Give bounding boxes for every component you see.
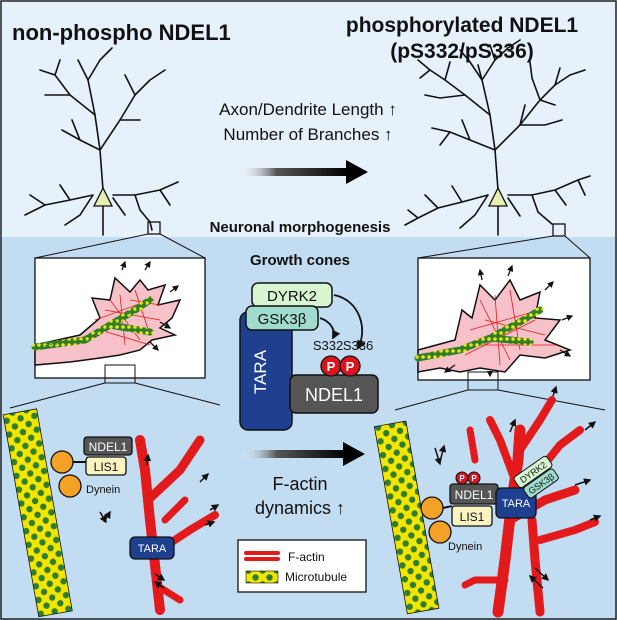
left-ndel1-label: NDEL1 (89, 440, 128, 454)
ndel1-central-label: NDEL1 (305, 385, 363, 405)
right-inset-marker (552, 223, 566, 237)
right-lis1-box (451, 505, 493, 527)
left-growth-cone-box (31, 233, 206, 384)
legend-microtubule-label: Microtubule (285, 570, 347, 584)
left-lis1-label: LIS1 (94, 460, 119, 474)
left-lis1-box (85, 456, 127, 476)
growth-cones-label: Growth cones (250, 252, 350, 269)
legend-factin-swatch (244, 551, 280, 561)
right-panel-title-line1: phosphorylated NDEL1 (346, 14, 579, 37)
gsk3b-phospho-arrow (319, 317, 341, 340)
right-tara-label: TARA (502, 498, 531, 510)
right-dynein-ball1 (420, 496, 444, 520)
right-ndel1-label: NDEL1 (455, 488, 494, 502)
s336-label: S336 (343, 338, 373, 353)
phospho-s332-label: P (327, 359, 336, 374)
actin-arrow (240, 442, 365, 466)
left-dynein-ball1 (50, 450, 74, 474)
morphogenesis-arrow (238, 160, 368, 184)
left-inset-marker (147, 221, 161, 235)
right-microtubule (373, 420, 440, 615)
actin-effect-line2: dynamics ↑ (255, 498, 345, 518)
right-zoom-line-a (394, 389, 469, 411)
neuronal-morphogenesis-label: Neuronal morphogenesis (210, 219, 391, 236)
left-dynein-ball2 (58, 474, 82, 498)
right-dyrk2-box (513, 455, 553, 489)
legend-microtubule-swatch (245, 570, 279, 584)
legend: F-actin Microtubule (237, 539, 367, 593)
right-tara-box (495, 487, 537, 519)
left-tara-label: TARA (138, 543, 167, 555)
right-neuron (404, 39, 591, 236)
actin-effect-line1: F-actin (272, 474, 327, 494)
right-detail: NDEL1 LIS1 Dynein TARA DYRK2 GSK3β P P (373, 385, 602, 618)
right-phospho1-label: P (459, 474, 465, 483)
dyrk2-label: DYRK2 (267, 288, 317, 305)
right-lis1-label: LIS1 (460, 510, 485, 524)
right-phospho2-label: P (471, 474, 477, 483)
left-zoom-line-a (9, 382, 106, 409)
kinase-complex: TARA DYRK2 GSK3β S332 S336 NDEL1 P P (239, 282, 379, 431)
phospho-s336-label: P (346, 359, 355, 374)
left-microtubule (2, 408, 73, 618)
s332-label: S332 (313, 338, 343, 353)
left-zoom-line-b (134, 382, 221, 406)
left-neuron (24, 47, 179, 236)
left-ndel1-box (83, 436, 133, 456)
effect-length-text: Axon/Dendrite Length ↑ (219, 100, 397, 119)
phospho-s336-circle (339, 355, 361, 377)
dyrk2-phospho-arrow (333, 294, 366, 350)
right-dynein-label: Dynein (448, 541, 482, 553)
right-phospho2-circle (467, 471, 481, 485)
right-gsk3b-box (523, 468, 559, 499)
left-dynein-label: Dynein (86, 484, 120, 496)
gsk3b-label: GSK3β (258, 311, 307, 328)
legend-factin-label: F-actin (288, 550, 325, 564)
left-detail: NDEL1 LIS1 Dynein TARA (2, 408, 220, 618)
right-dynein-ball2 (428, 520, 452, 544)
gsk3b-box (245, 305, 319, 331)
tara-central-label: TARA (251, 349, 270, 394)
left-panel-title: non-phospho NDEL1 (12, 20, 231, 45)
left-tara-box (129, 536, 175, 560)
effect-branches-text: Number of Branches ↑ (223, 125, 392, 144)
right-growth-cone-box (414, 235, 591, 391)
